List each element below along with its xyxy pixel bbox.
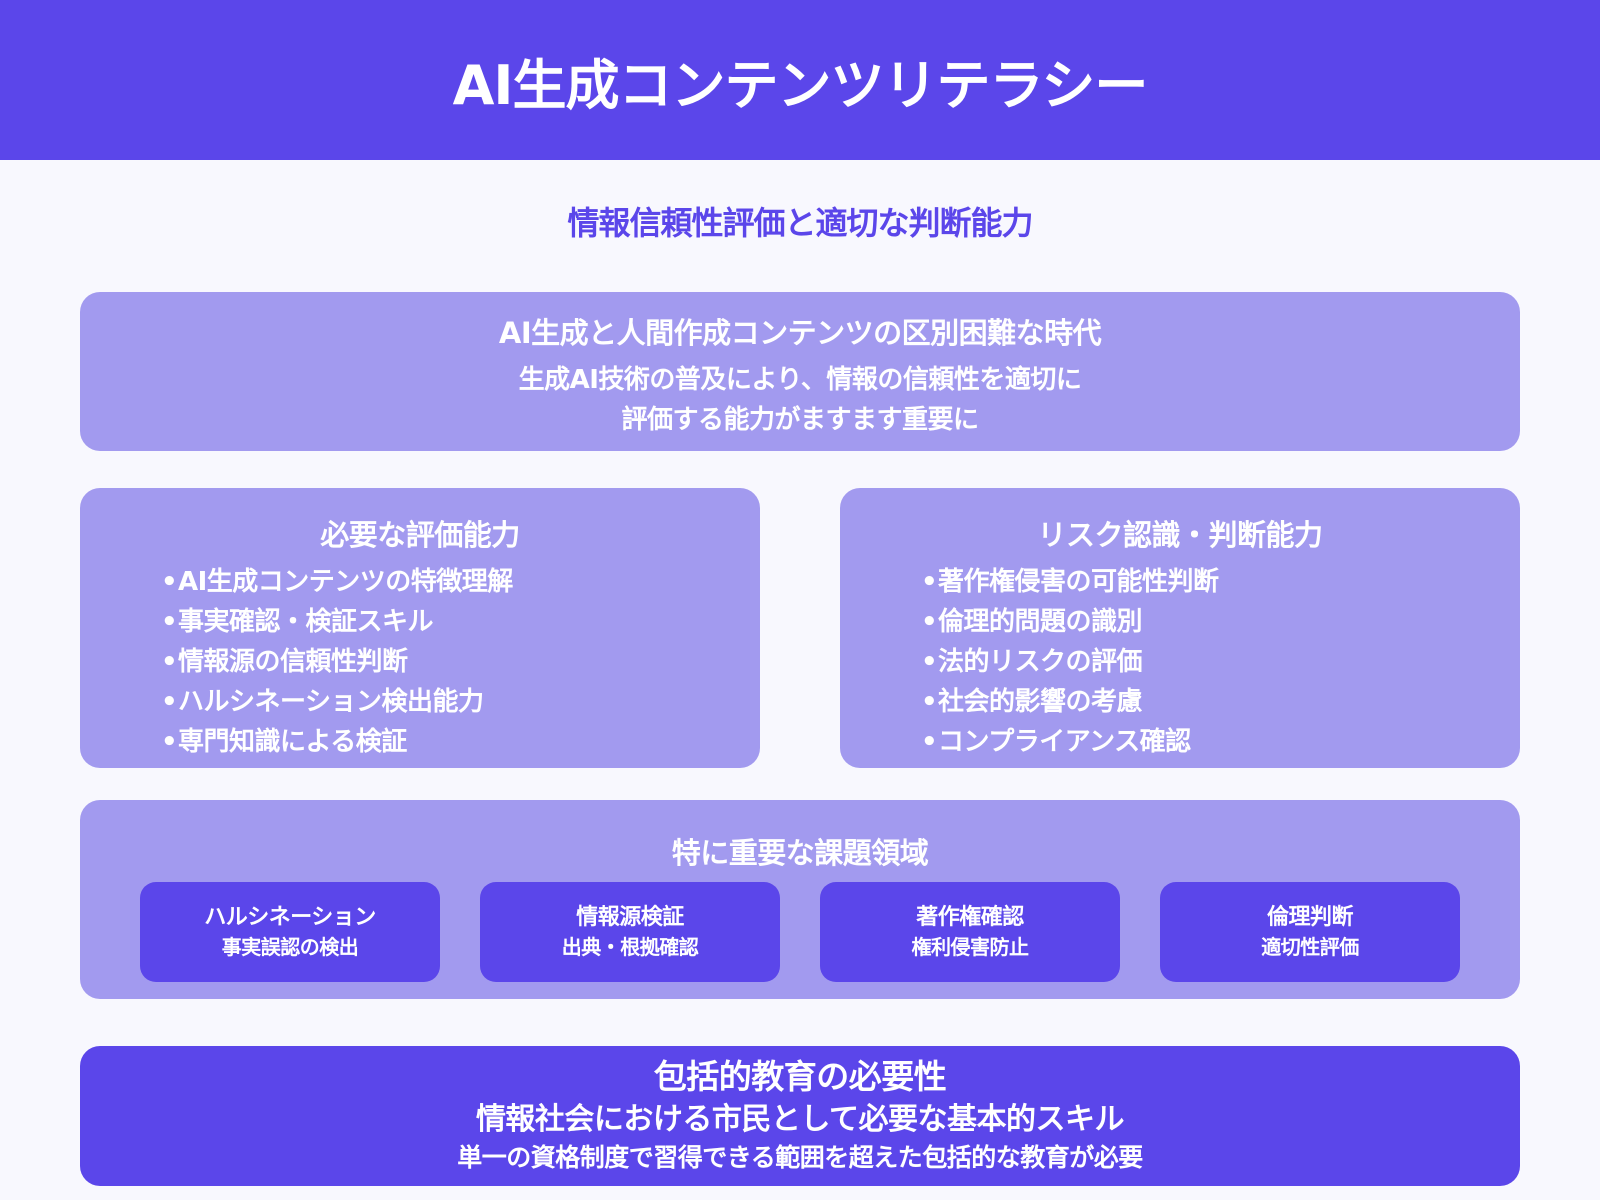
card-title: 情報源検証	[576, 905, 684, 930]
risk-list: •著作権侵害の可能性判断 •倫理的問題の識別 •法的リスクの評価 •社会的影響の…	[840, 562, 1520, 762]
evaluation-skills-box: 必要な評価能力 •AI生成コンテンツの特徴理解 •事実確認・検証スキル •情報源…	[80, 488, 760, 768]
list-item: •事実確認・検証スキル	[160, 602, 760, 642]
list-item: •コンプライアンス確認	[920, 722, 1520, 762]
card-title: 倫理判断	[1266, 905, 1354, 930]
list-item: •ハルシネーション検出能力	[160, 682, 760, 722]
list-item: •倫理的問題の識別	[920, 602, 1520, 642]
intro-box: AI生成と人間作成コンテンツの区別困難な時代 生成AI技術の普及により、情報の信…	[80, 292, 1520, 451]
area-card-hallucination: ハルシネーション 事実誤認の検出	[140, 882, 440, 982]
intro-body: 生成AI技術の普及により、情報の信頼性を適切に 評価する能力がますます重要に	[80, 360, 1520, 440]
risk-judgment-box: リスク認識・判断能力 •著作権侵害の可能性判断 •倫理的問題の識別 •法的リスク…	[840, 488, 1520, 768]
page-title: AI生成コンテンツリテラシー	[452, 53, 1149, 117]
intro-line: 評価する能力がますます重要に	[621, 405, 979, 435]
bullet-icon: •	[160, 567, 178, 597]
list-item: •法的リスクの評価	[920, 642, 1520, 682]
bullet-icon: •	[920, 607, 938, 637]
list-item-label: 倫理的問題の識別	[938, 607, 1143, 637]
list-item: •専門知識による検証	[160, 722, 760, 762]
area-card-source-verification: 情報源検証 出典・根拠確認	[480, 882, 780, 982]
card-subtitle: 権利侵害防止	[911, 935, 1030, 959]
area-card-copyright: 著作権確認 権利侵害防止	[820, 882, 1120, 982]
education-box: 包括的教育の必要性 情報社会における市民として必要な基本的スキル 単一の資格制度…	[80, 1046, 1520, 1186]
list-item: •情報源の信頼性判断	[160, 642, 760, 682]
bullet-icon: •	[920, 647, 938, 677]
bullet-icon: •	[160, 607, 178, 637]
list-item-label: 専門知識による検証	[178, 727, 407, 757]
education-title: 包括的教育の必要性	[653, 1057, 947, 1096]
education-line-2: 単一の資格制度で習得できる範囲を超えた包括的な教育が必要	[457, 1143, 1143, 1172]
card-subtitle: 事実誤認の検出	[221, 935, 359, 959]
list-item: •社会的影響の考慮	[920, 682, 1520, 722]
list-item-label: AI生成コンテンツの特徴理解	[178, 567, 513, 597]
intro-line: 生成AI技術の普及により、情報の信頼性を適切に	[518, 365, 1082, 395]
bullet-icon: •	[920, 567, 938, 597]
list-item-label: 事実確認・検証スキル	[178, 607, 434, 637]
key-areas-title: 特に重要な課題領域	[671, 836, 929, 870]
bullet-icon: •	[160, 647, 178, 677]
list-item-label: コンプライアンス確認	[938, 727, 1191, 757]
list-item-label: 法的リスクの評価	[938, 647, 1143, 677]
bullet-icon: •	[160, 687, 178, 717]
card-subtitle: 適切性評価	[1261, 935, 1359, 959]
bullet-icon: •	[920, 687, 938, 717]
evaluation-title: 必要な評価能力	[320, 518, 520, 552]
area-card-ethics: 倫理判断 適切性評価	[1160, 882, 1460, 982]
key-areas-box: 特に重要な課題領域 ハルシネーション 事実誤認の検出 情報源検証 出典・根拠確認…	[80, 800, 1520, 999]
card-title: ハルシネーション	[204, 905, 376, 930]
header-banner: AI生成コンテンツリテラシー	[0, 0, 1600, 160]
page-subtitle: 情報信頼性評価と適切な判断能力	[567, 204, 1033, 242]
bullet-icon: •	[160, 727, 178, 757]
card-title: 著作権確認	[916, 905, 1024, 930]
evaluation-list: •AI生成コンテンツの特徴理解 •事実確認・検証スキル •情報源の信頼性判断 •…	[80, 562, 760, 762]
card-subtitle: 出典・根拠確認	[561, 935, 699, 959]
education-line-1: 情報社会における市民として必要な基本的スキル	[475, 1102, 1125, 1137]
list-item: •AI生成コンテンツの特徴理解	[160, 562, 760, 602]
list-item-label: ハルシネーション検出能力	[178, 687, 484, 717]
list-item-label: 社会的影響の考慮	[938, 687, 1143, 717]
list-item-label: 情報源の信頼性判断	[178, 647, 408, 677]
list-item-label: 著作権侵害の可能性判断	[938, 567, 1219, 597]
risk-title: リスク認識・判断能力	[1037, 518, 1323, 552]
list-item: •著作権侵害の可能性判断	[920, 562, 1520, 602]
bullet-icon: •	[920, 727, 938, 757]
intro-title: AI生成と人間作成コンテンツの区別困難な時代	[498, 316, 1102, 350]
